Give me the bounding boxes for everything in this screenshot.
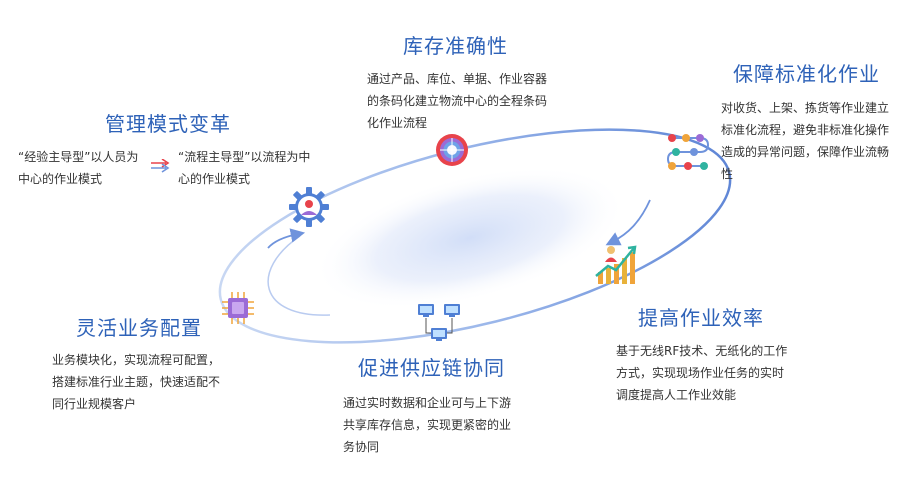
management-from-text: “经验主导型”以人员为中心的作业模式 [18, 150, 139, 186]
supply-title: 促进供应链协同 [358, 356, 505, 380]
double-arrow-icon [150, 158, 172, 177]
management-to-text: “流程主导型”以流程为中心的作业模式 [178, 150, 311, 186]
arrow-to-management [267, 228, 306, 249]
inner-arc-arrow [267, 235, 331, 316]
inventory-desc: 通过产品、库位、单据、作业容器的条码化建立物流中心的全程条码化作业流程 [367, 72, 548, 130]
workflow-icon [664, 132, 712, 178]
efficiency-title: 提高作业效率 [638, 306, 764, 330]
gear-person-icon [288, 186, 330, 232]
chip-icon [222, 292, 254, 328]
management-title: 管理模式变革 [105, 112, 231, 136]
inventory-title: 库存准确性 [403, 34, 508, 58]
efficiency-desc: 基于无线RF技术、无纸化的工作方式，实现现场作业任务的实时调度提高人工作业效能 [616, 344, 788, 402]
arrow-to-efficiency [605, 199, 651, 246]
supply-desc: 通过实时数据和企业可与上下游共享库存信息，实现更紧密的业务协同 [343, 396, 512, 454]
inner-glow [314, 166, 626, 310]
standard-desc: 对收货、上架、拣货等作业建立标准化流程，避免非标准化操作造成的异常问题，保障作业… [721, 101, 890, 181]
standard-title: 保障标准化作业 [733, 62, 880, 86]
network-computers-icon [416, 302, 462, 348]
flexible-title: 灵活业务配置 [76, 316, 202, 340]
flexible-desc: 业务模块化，实现流程可配置，搭建标准行业主题，快速适配不同行业规模客户 [52, 353, 221, 411]
target-icon [434, 132, 470, 172]
growth-chart-icon [594, 242, 640, 290]
